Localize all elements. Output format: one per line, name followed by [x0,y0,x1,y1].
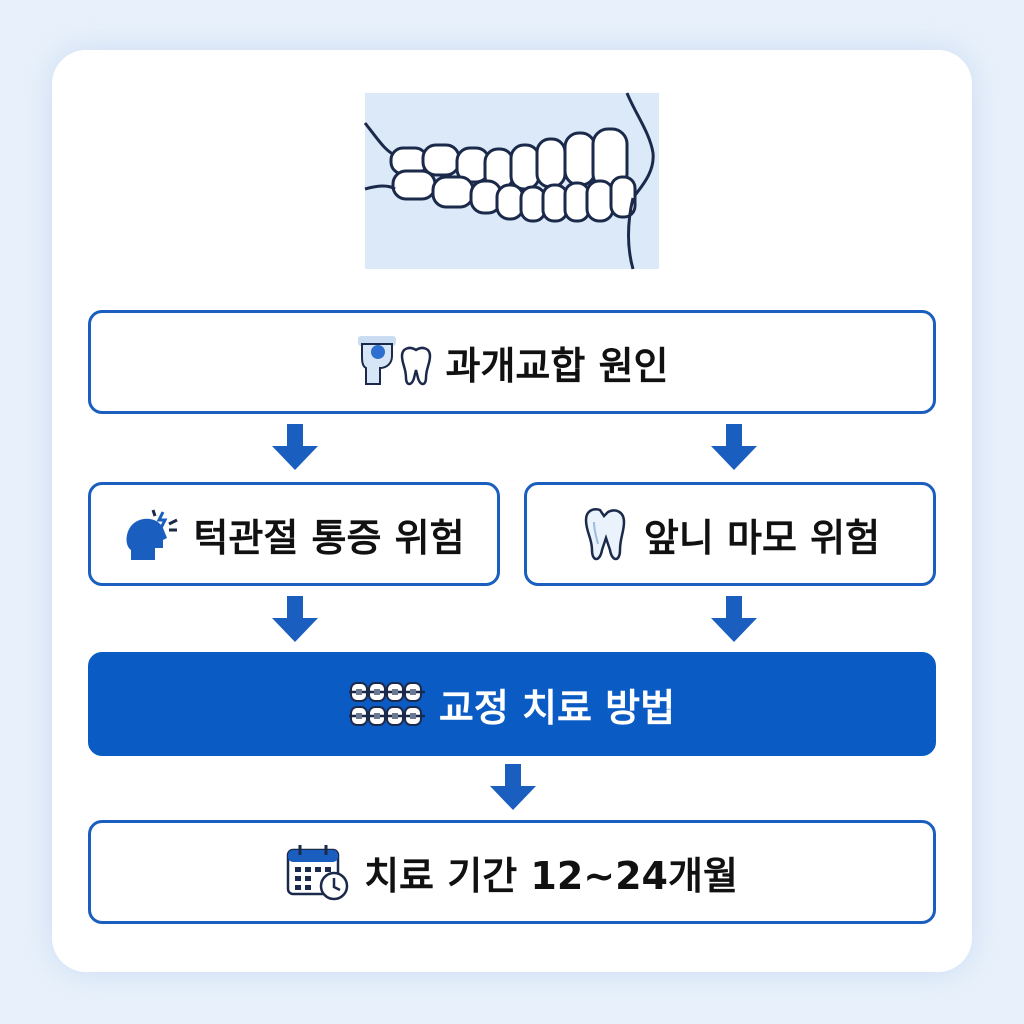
arrow-down-icon [272,596,318,642]
treatment-box: 교정 치료 방법 [88,652,936,756]
tmj-pain-label: 턱관절 통증 위험 [193,515,465,560]
cause-box: 과개교합 원인 [88,310,936,414]
arrow-down-icon [711,424,757,470]
head-pain-icon [123,506,179,562]
treatment-duration-box: 치료 기간 12~24개월 [88,820,936,924]
tmj-pain-risk-box: 턱관절 통증 위험 [88,482,500,586]
arrow-down-icon [272,424,318,470]
arrow-down-icon [490,764,536,810]
braces-icon [348,679,425,729]
arrow-down-icon [711,596,757,642]
calendar-clock-icon [286,842,350,902]
treatment-duration-label: 치료 기간 12~24개월 [364,853,738,898]
cause-label: 과개교합 원인 [445,343,669,388]
jaw-tooth-icon [356,334,432,390]
front-tooth-wear-risk-box: 앞니 마모 위험 [524,482,936,586]
treatment-label: 교정 치료 방법 [438,685,676,730]
front-tooth-wear-label: 앞니 마모 위험 [643,515,881,560]
overbite-teeth-illustration [363,92,659,270]
teeth-icon [363,92,655,270]
worn-tooth-icon [580,504,630,564]
